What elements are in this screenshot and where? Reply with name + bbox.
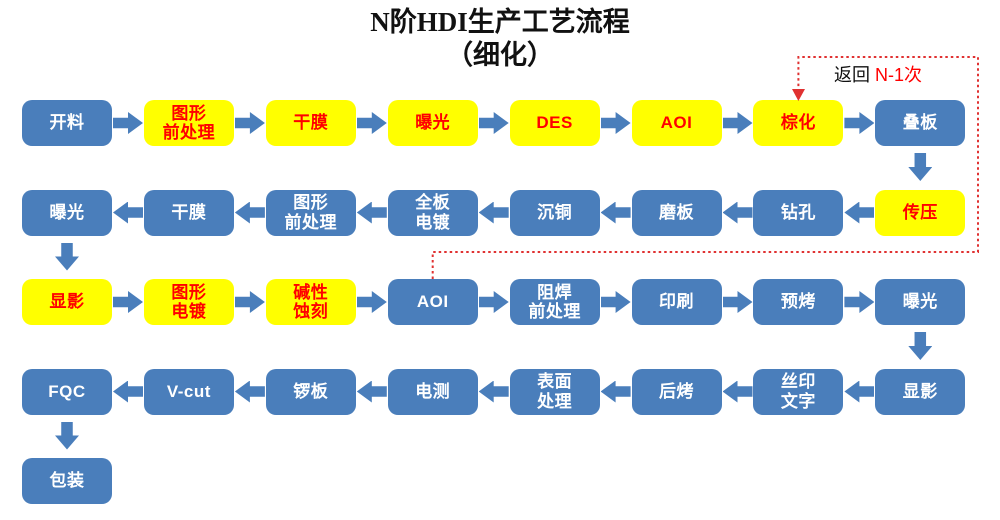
- arrow-left-icon: [356, 380, 387, 403]
- arrow-left-icon: [234, 380, 265, 403]
- flow-step-box: 图形 前处理: [265, 189, 356, 236]
- flow-step-box: 碱性 蚀刻: [265, 279, 356, 325]
- feedback-label-times: N-1次: [875, 65, 923, 85]
- flow-step-box: 磨板: [631, 189, 722, 236]
- arrow-left-icon: [234, 201, 265, 224]
- arrow-right-icon: [478, 112, 509, 134]
- flow-step-box: 包装: [22, 458, 112, 504]
- feedback-label: 返回 N-1次: [834, 61, 922, 87]
- arrow-left-icon: [478, 380, 509, 403]
- arrow-right-icon: [234, 291, 265, 313]
- flow-step-box: 干膜: [265, 100, 356, 146]
- flow-step-box: 印刷: [631, 279, 722, 325]
- flow-step-box: 后烤: [631, 368, 722, 415]
- arrow-left-icon: [722, 380, 753, 403]
- flow-step-box: 钻孔: [753, 189, 844, 236]
- flow-step-box: 表面 处理: [509, 368, 600, 415]
- flow-step-box: AOI: [387, 279, 478, 325]
- flow-step-box: 锣板: [265, 368, 356, 415]
- arrow-right-icon: [844, 291, 875, 313]
- arrow-left-icon: [844, 201, 875, 224]
- flow-step-box: 图形 电镀: [143, 279, 234, 325]
- arrow-right-icon: [234, 112, 265, 134]
- arrow-down-icon: [908, 332, 933, 360]
- title-line-1: N阶HDI生产工艺流程: [370, 7, 630, 37]
- arrow-left-icon: [356, 201, 387, 224]
- page-title: N阶HDI生产工艺流程 （细化）: [0, 6, 1000, 72]
- flow-step-box: 显影: [22, 279, 112, 325]
- flow-step-box: V-cut: [143, 368, 234, 415]
- flow-step-box: 图形 前处理: [143, 100, 234, 146]
- feedback-label-prefix: 返回: [834, 65, 876, 85]
- flow-step-box: 曝光: [875, 279, 966, 325]
- flow-step-box: 预烤: [753, 279, 844, 325]
- arrow-right-icon: [722, 112, 753, 134]
- arrow-right-icon: [356, 291, 387, 313]
- arrow-down-icon: [55, 242, 79, 271]
- arrow-right-icon: [478, 291, 509, 313]
- arrow-right-icon: [600, 291, 631, 313]
- arrow-right-icon: [722, 291, 753, 313]
- flow-step-box: 叠板: [875, 100, 966, 146]
- arrow-left-icon: [600, 380, 631, 403]
- arrow-left-icon: [478, 201, 509, 224]
- arrow-down-icon: [55, 421, 79, 450]
- flow-step-box: 丝印 文字: [753, 368, 844, 415]
- flow-step-box: 电测: [387, 368, 478, 415]
- flow-step-box: FQC: [22, 368, 112, 415]
- flow-step-box: 全板 电镀: [387, 189, 478, 236]
- flow-step-box: 阻焊 前处理: [509, 279, 600, 325]
- arrow-right-icon: [600, 112, 631, 134]
- flow-step-box: 传压: [875, 189, 966, 236]
- flow-step-box: 开料: [22, 100, 112, 146]
- arrow-left-icon: [113, 201, 143, 224]
- arrow-right-icon: [844, 112, 875, 134]
- flow-step-box: 沉铜: [509, 189, 600, 236]
- arrow-left-icon: [722, 201, 753, 224]
- arrow-right-icon: [356, 112, 387, 134]
- arrow-down-icon: [908, 153, 933, 181]
- flow-step-box: DES: [509, 100, 600, 146]
- flow-step-box: 曝光: [22, 189, 112, 236]
- flow-step-box: 棕化: [753, 100, 844, 146]
- flow-step-box: 干膜: [143, 189, 234, 236]
- arrow-right-icon: [113, 291, 143, 313]
- flow-step-box: 显影: [875, 368, 966, 415]
- arrow-right-icon: [113, 112, 143, 134]
- arrow-left-icon: [113, 380, 143, 403]
- flow-step-box: 曝光: [387, 100, 478, 146]
- arrow-left-icon: [600, 201, 631, 224]
- flow-step-box: AOI: [631, 100, 722, 146]
- arrow-left-icon: [844, 380, 875, 403]
